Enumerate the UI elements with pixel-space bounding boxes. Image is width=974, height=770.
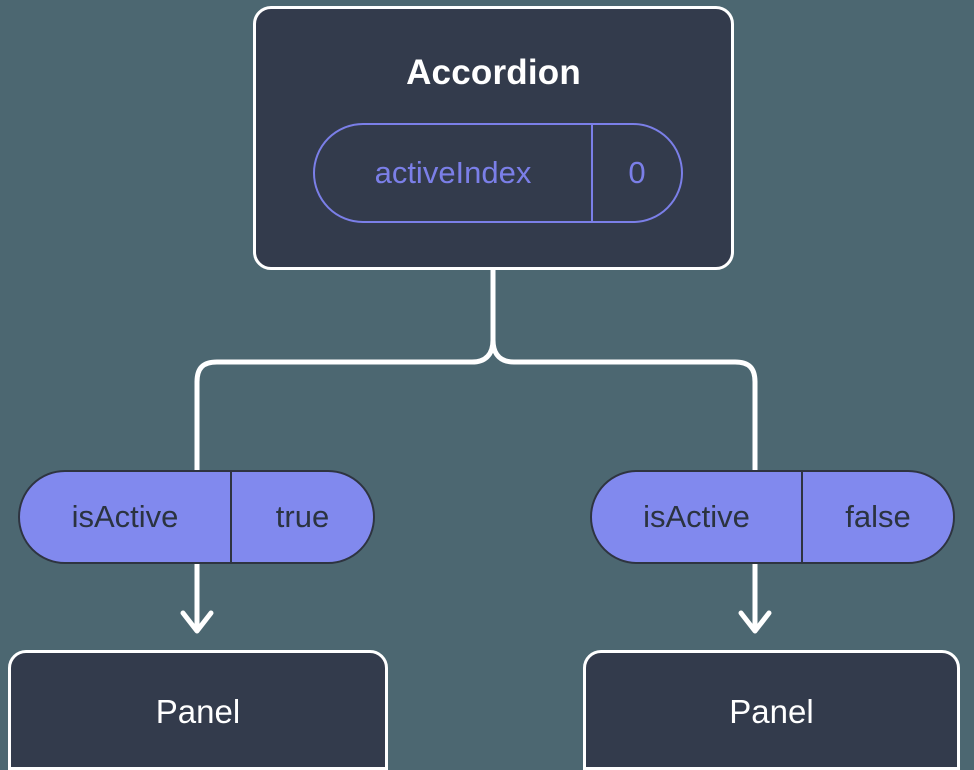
node-accordion-title: Accordion [406, 53, 581, 92]
connector-junction-left [194, 337, 496, 385]
node-panel-left-title: Panel [155, 693, 241, 730]
state-chip-key: activeIndex [315, 125, 593, 221]
arrow-head-left [180, 610, 214, 634]
prop-pill-is-active-false[interactable]: isActive false [590, 470, 955, 564]
node-panel-right[interactable]: Panel [583, 650, 960, 770]
prop-pill-is-active-true[interactable]: isActive true [18, 470, 375, 564]
node-panel-left[interactable]: Panel [8, 650, 388, 770]
prop-pill-key: isActive [592, 472, 803, 562]
prop-pill-value: false [845, 499, 911, 534]
prop-pill-key: isActive [20, 472, 232, 562]
arrow-head-right [738, 610, 772, 634]
state-chip-active-index[interactable]: activeIndex 0 [313, 123, 683, 223]
node-accordion[interactable]: Accordion activeIndex 0 [253, 6, 734, 270]
state-chip-value: 0 [628, 155, 646, 190]
node-panel-right-title: Panel [729, 693, 814, 730]
prop-pill-value: true [275, 499, 330, 534]
connector-junction-right [490, 337, 758, 385]
